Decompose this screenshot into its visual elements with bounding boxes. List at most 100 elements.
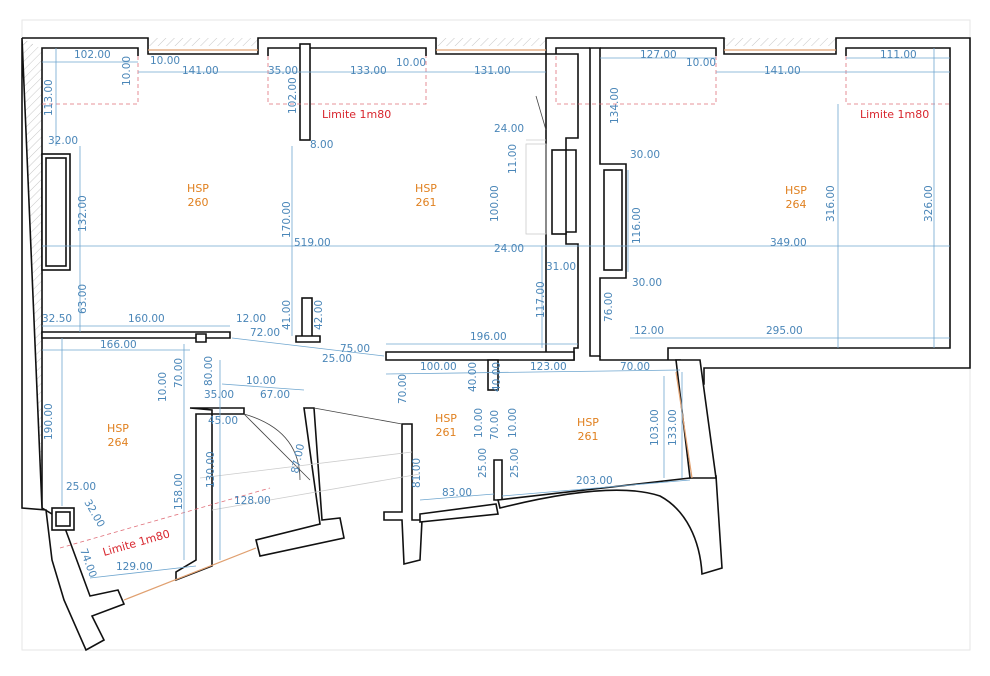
reference-lines [199, 139, 547, 511]
dim-label: 42.00 [313, 300, 325, 330]
dim-label: 40.00 [467, 362, 479, 392]
dim-label: 133.00 [667, 409, 679, 446]
dim-label: 141.00 [764, 65, 801, 77]
dim-label: 31.00 [546, 261, 576, 273]
room-label-hsp: HSP [415, 182, 437, 195]
dim-label: 45.00 [208, 415, 238, 427]
dimension-labels-vertical: 113.00 10.00 102.00 134.00 11.00 100.00 … [43, 56, 935, 579]
dim-label: 63.00 [77, 284, 89, 314]
partition-post [301, 297, 313, 339]
dim-label: 103.00 [649, 409, 661, 446]
dim-label: 10.00 [396, 57, 426, 69]
door-leaf-3 [535, 95, 547, 131]
dim-label: 24.00 [494, 243, 524, 255]
dim-label: 32.00 [81, 498, 106, 530]
dim-label: 10.00 [507, 408, 519, 438]
room-height-value: 264 [108, 436, 129, 449]
dim-label: 10.00 [157, 372, 169, 402]
partition-small-post [487, 359, 499, 391]
outer-wall-southwest [21, 37, 126, 652]
dim-label: 117.00 [535, 281, 547, 318]
dim-label: 166.00 [100, 339, 137, 351]
limit-line-3 [555, 56, 717, 105]
dim-label: 113.00 [43, 79, 55, 116]
dim-label: 30.00 [630, 149, 660, 161]
dim-label: 35.00 [204, 389, 234, 401]
dim-label: 12.00 [236, 313, 266, 325]
dim-label: 127.00 [640, 49, 677, 61]
chimney-insert-left [551, 149, 567, 235]
wall-bay-curved [497, 475, 723, 576]
inner-wall-outline [41, 47, 951, 508]
dim-label: 134.00 [609, 87, 621, 124]
dim-label: 100.00 [420, 361, 457, 373]
wall-corridor-bottom [419, 503, 499, 523]
wall-niche-inner [45, 157, 67, 267]
dim-label: 326.00 [923, 185, 935, 222]
room-label-hsp: HSP [187, 182, 209, 195]
dim-label: 8.00 [310, 139, 333, 151]
dim-label: 295.00 [766, 325, 803, 337]
dim-label: 196.00 [470, 331, 507, 343]
dim-line-h7 [501, 479, 691, 497]
dim-label: 72.00 [250, 327, 280, 339]
ref-line-1 [211, 473, 421, 511]
window-4 [675, 371, 693, 479]
ref-rect [525, 143, 547, 235]
room-height-value: 264 [786, 198, 807, 211]
room-height-value: 260 [188, 196, 209, 209]
limit-label: Limite 1m80 [322, 108, 391, 121]
ref-line-2 [199, 451, 413, 479]
dim-label: 35.00 [268, 65, 298, 77]
dim-label: 128.00 [234, 495, 271, 507]
dim-label: 170.00 [281, 201, 293, 238]
door-leaf-2 [313, 407, 403, 425]
dim-label: 70.00 [397, 374, 409, 404]
dim-label: 10.00 [473, 408, 485, 438]
dim-label: 10.00 [686, 57, 716, 69]
partition-middle-left [41, 331, 231, 339]
exterior-hatch-top [22, 38, 970, 46]
room-label-hsp: HSP [785, 184, 807, 197]
dim-line-h8 [89, 565, 197, 579]
dim-label: 519.00 [294, 237, 331, 249]
room-height-value: 261 [416, 196, 437, 209]
dim-label: 67.00 [260, 389, 290, 401]
doors [243, 95, 547, 481]
small-column-inner [55, 511, 71, 527]
dim-label: 30.00 [632, 277, 662, 289]
dim-label: 316.00 [825, 185, 837, 222]
dim-label: 203.00 [576, 475, 613, 487]
room-height-value: 261 [436, 426, 457, 439]
dim-label: 102.00 [287, 77, 299, 114]
dim-label: 100.00 [489, 185, 501, 222]
dim-label: 81.00 [411, 458, 423, 488]
wall-lower-left-b [255, 407, 345, 557]
dim-label: 70.00 [489, 410, 501, 440]
partition-upper-left [299, 43, 311, 141]
dim-label: 25.00 [509, 448, 521, 478]
room-height-value: 261 [578, 430, 599, 443]
dimension-lines [42, 48, 950, 579]
dim-label: 83.00 [442, 487, 472, 499]
dim-label: 40.00 [491, 362, 503, 392]
post-base [295, 335, 321, 343]
dim-label: 25.00 [66, 481, 96, 493]
dim-label: 129.00 [116, 561, 153, 573]
dim-label: 12.00 [634, 325, 664, 337]
dim-line-h10 [419, 493, 495, 501]
room-labels: HSP 260 HSP 261 HSP 264 HSP 264 HSP 261 … [107, 182, 807, 449]
dim-line-h6 [385, 369, 681, 375]
dimension-labels: 102.00 10.00 141.00 35.00 133.00 10.00 1… [42, 49, 917, 573]
dim-line-diag1 [231, 337, 385, 357]
wall-lower-left-a [175, 407, 245, 582]
dim-label: 131.00 [474, 65, 511, 77]
dim-label: 130.00 [205, 451, 217, 488]
dim-label: 111.00 [880, 49, 917, 61]
wall-lower-center [383, 423, 423, 566]
dim-label: 132.00 [77, 195, 89, 232]
limit-label: Limite 1m80 [860, 108, 929, 121]
dim-label: 102.00 [74, 49, 111, 61]
dim-label: 141.00 [182, 65, 219, 77]
dim-label: 25.00 [477, 448, 489, 478]
